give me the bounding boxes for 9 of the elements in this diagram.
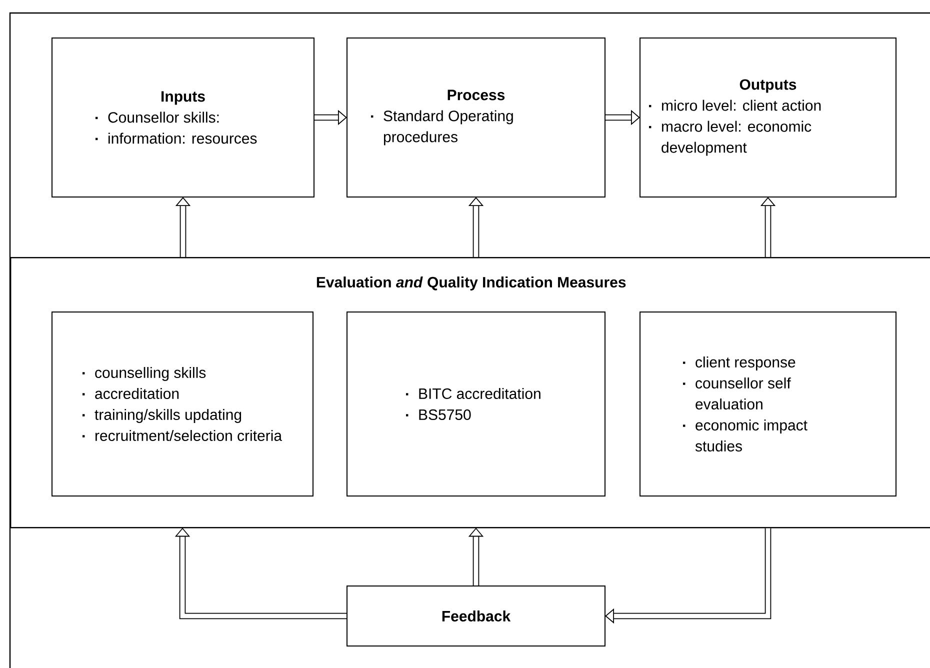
- arrow: [174, 528, 346, 620]
- measures-box: counselling skills accreditation training/skills updating recruitment/selection criteria: [52, 312, 314, 496]
- measures-box: BITC accreditation BS5750: [346, 312, 606, 496]
- feedback-box: Feedback: [346, 586, 606, 646]
- output-box: Outputs micro level: client action macro level: economic development: [640, 38, 896, 198]
- input-box: Inputs Counsellor skills: information: resources: [52, 38, 314, 198]
- process-box: Process Standard Operating procedures: [346, 38, 606, 198]
- measures-box: client response counsellor self evaluation economic impact studies: [640, 312, 896, 496]
- arrow: [605, 528, 772, 624]
